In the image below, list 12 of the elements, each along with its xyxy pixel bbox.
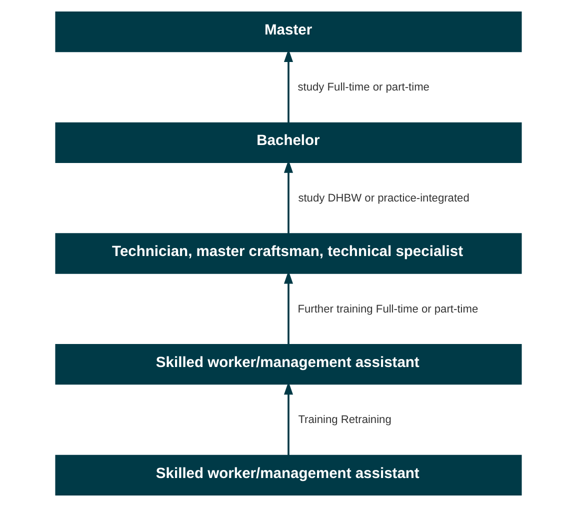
arrow	[284, 270, 294, 344]
arrow	[284, 382, 294, 456]
node-box: Skilled worker/management assistant	[55, 454, 522, 496]
edge-label: Further training Full-time or part-time	[298, 303, 478, 316]
node-box: Skilled worker/management assistant	[55, 344, 522, 385]
edge-label: study Full-time or part-time	[298, 82, 430, 94]
edge-label: study DHBW or practice-integrated	[298, 192, 470, 204]
node-box: Master	[55, 11, 522, 52]
node-box: Technician, master craftsman, technical specialist	[55, 233, 522, 274]
arrow	[284, 49, 294, 123]
edge-label: Training Retraining	[298, 414, 392, 426]
node-box: Bachelor	[55, 122, 522, 163]
